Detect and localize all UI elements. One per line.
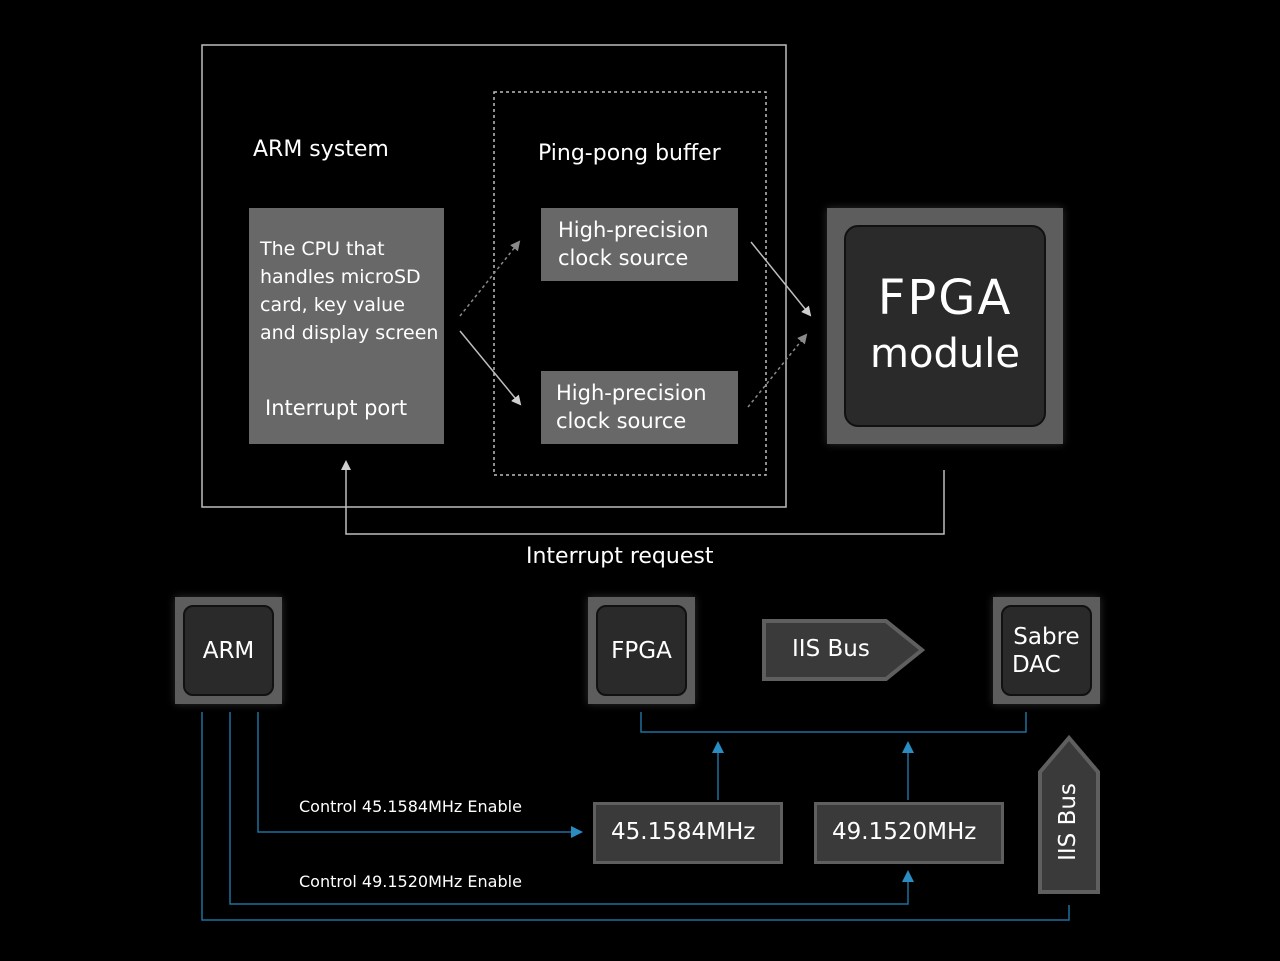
cpu-text-line: card, key value [260, 294, 405, 316]
fpga-module-subtitle: module [870, 331, 1020, 377]
interrupt-port-label: Interrupt port [265, 396, 408, 420]
control2-line [229, 712, 914, 905]
fpga-chip-core: FPGA [596, 605, 687, 696]
arm-to-dac-line [201, 712, 1070, 921]
sabre-dac-core: Sabre DAC [1001, 605, 1092, 696]
osc-49-box: 49.1520MHz [814, 802, 1004, 864]
clock-source-1-line2: clock source [558, 246, 689, 270]
cpu-to-clock1-arrow [459, 240, 521, 317]
iis-bus-horizontal-label: IIS Bus [792, 636, 870, 662]
iis-bus-horizontal-shape [762, 619, 926, 681]
clock-source-1: High-precision clock source [541, 208, 738, 281]
sabre-label: Sabre [1013, 623, 1080, 650]
interrupt-request-label: Interrupt request [526, 544, 714, 569]
pingpong-buffer-label: Ping-pong buffer [538, 141, 721, 166]
fpga-module-title: FPGA [877, 270, 1013, 326]
iis-bus-vertical-shape [1038, 734, 1100, 894]
arm-chip: ARM [175, 597, 282, 704]
pingpong-frame [493, 91, 767, 476]
interrupt-request-line [341, 460, 945, 535]
arm-system-frame [201, 44, 787, 508]
arm-system-label: ARM system [253, 137, 389, 162]
arm-label: ARM [202, 637, 255, 664]
arm-chip-core: ARM [183, 605, 274, 696]
clock-source-2-line1: High-precision [556, 381, 707, 405]
clock-source-2-line2: clock source [556, 409, 687, 433]
cpu-to-clock2-arrow [459, 330, 522, 406]
fpga-dac-bus-line [640, 712, 1027, 733]
fpga-chip: FPGA [588, 597, 695, 704]
osc-49-label: 49.1520MHz [832, 819, 977, 845]
cpu-box: The CPU that handles microSD card, key v… [249, 208, 444, 444]
sabre-dac-chip: Sabre DAC [993, 597, 1100, 704]
clock-source-1-line1: High-precision [558, 218, 709, 242]
osc-45-box: 45.1584MHz [593, 802, 783, 864]
cpu-text-line: and display screen [260, 322, 439, 344]
control-45-label: Control 45.1584MHz Enable [299, 797, 522, 816]
dac-label: DAC [1012, 651, 1061, 678]
iis-bus-vertical-label: IIS Bus [1055, 783, 1082, 861]
fpga-label: FPGA [611, 637, 672, 664]
fpga-module-core: FPGA module [844, 225, 1046, 427]
cpu-text-line: handles microSD [260, 266, 421, 288]
control1-line [257, 712, 583, 838]
cpu-text-line: The CPU that [260, 238, 385, 260]
osc-45-label: 45.1584MHz [611, 819, 756, 845]
clock2-to-fpga-arrow [747, 333, 808, 408]
clock-source-2: High-precision clock source [541, 371, 738, 444]
clock1-to-fpga-arrow [750, 241, 812, 317]
fpga-module-chip: FPGA module [827, 208, 1063, 444]
control-49-label: Control 49.1520MHz Enable [299, 872, 522, 891]
